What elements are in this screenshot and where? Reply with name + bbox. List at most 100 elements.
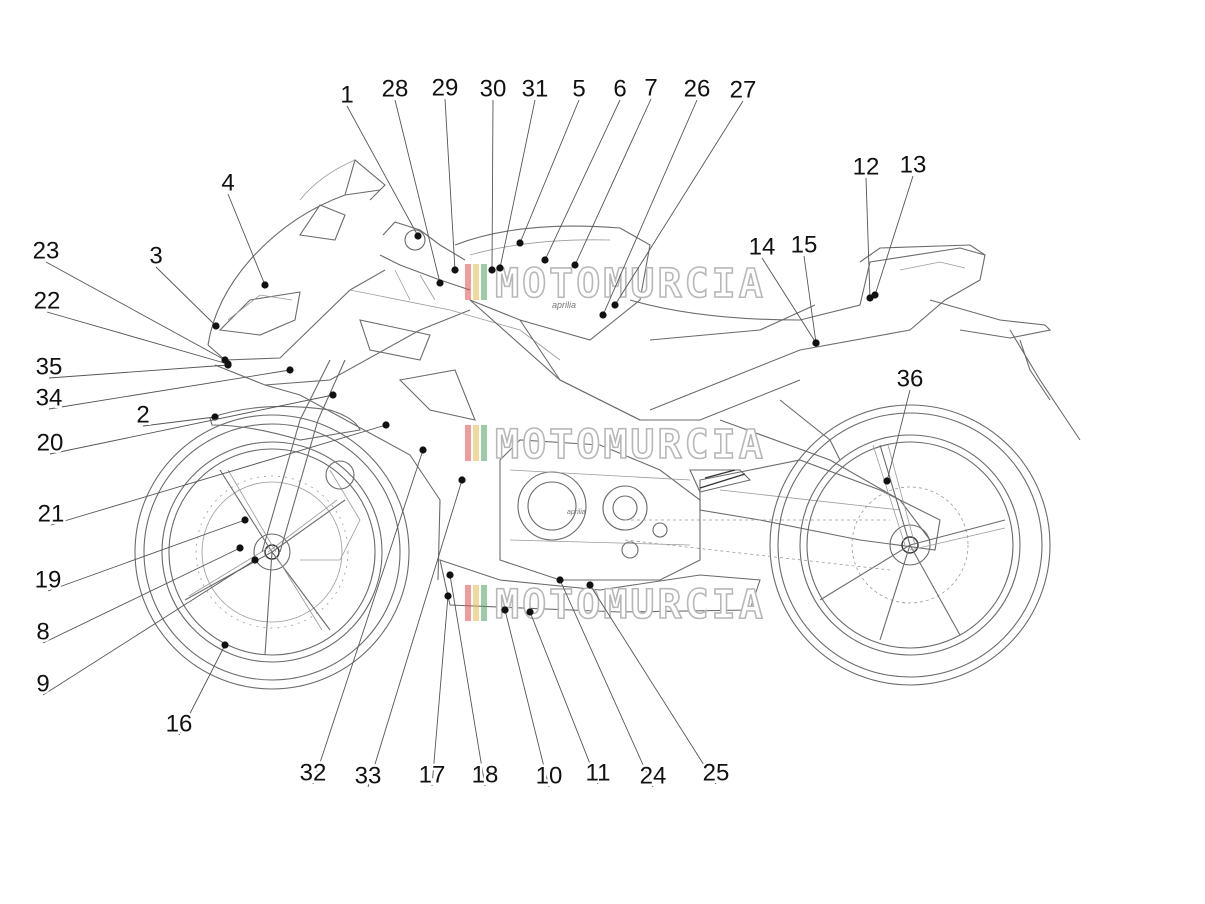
leader-line [761, 257, 817, 344]
callout-number: 24 [640, 762, 667, 789]
callout-dot [812, 339, 820, 347]
callout-number: 27 [730, 76, 757, 103]
callout-number: 1 [340, 81, 353, 108]
leader-line [449, 574, 486, 787]
callout-number: 14 [749, 233, 776, 260]
callout-dot [261, 281, 269, 289]
leader-line [45, 261, 226, 361]
engine [439, 439, 761, 613]
callout-dot [419, 446, 427, 454]
callout-number: 36 [897, 365, 924, 392]
callout-3: 33 [147, 240, 220, 330]
leader-line [178, 644, 226, 736]
callout-number-halo: 6 [613, 75, 626, 102]
callout-dot [488, 266, 496, 274]
engine-brand-logo: aprilia [567, 509, 586, 516]
callout-number-halo: 3 [149, 242, 162, 269]
leader-line [519, 99, 580, 244]
callout-dot [451, 266, 459, 274]
callout-number: 16 [166, 710, 193, 737]
callout-dot [599, 311, 607, 319]
callout-number: 28 [382, 75, 409, 102]
callout-number: 6 [613, 75, 626, 102]
leader-line [614, 100, 744, 306]
callout-number: 30 [480, 75, 507, 102]
watermark-text: MOTOMURCIA [495, 422, 766, 468]
callout-number-halo: 22 [34, 287, 61, 314]
callout-dot [251, 556, 259, 564]
callout-number: 12 [853, 153, 880, 180]
leader-line [42, 547, 241, 644]
leader-line [367, 479, 463, 788]
callout-dot [212, 322, 220, 330]
callout-dot [516, 239, 524, 247]
leader-line [491, 99, 494, 271]
leader-line [529, 611, 599, 785]
callout-number-halo: 8 [36, 618, 49, 645]
callout-dot [329, 391, 337, 399]
heat-shield [689, 469, 752, 493]
callout-number: 25 [703, 759, 730, 786]
callout-number-halo: 13 [900, 151, 927, 178]
leader-line [227, 193, 266, 286]
leader-line [504, 609, 550, 788]
callout-dot [382, 421, 390, 429]
callout-dot [871, 291, 879, 299]
callout-dot [414, 232, 422, 240]
callout-number-halo: 29 [432, 74, 459, 101]
callout-number-halo: 27 [730, 76, 757, 103]
callout-number-halo: 20 [37, 429, 64, 456]
callout-number: 7 [644, 74, 657, 101]
leader-line [865, 177, 871, 299]
callout-number: 31 [522, 75, 549, 102]
leader-line [874, 175, 914, 296]
callout-number: 26 [684, 75, 711, 102]
leader-line [155, 266, 217, 327]
leader-line [49, 394, 334, 455]
leader-line [602, 99, 698, 316]
callout-1: 11 [338, 79, 422, 240]
callout-number-halo: 15 [791, 231, 818, 258]
callout-number: 4 [221, 169, 234, 196]
callout-number: 35 [36, 353, 63, 380]
fuel-tank [454, 225, 651, 421]
callout-dot [496, 264, 504, 272]
callout-dot [446, 571, 454, 579]
callout-number-halo: 2 [136, 401, 149, 428]
drive-chain [624, 519, 891, 571]
leader-line [394, 99, 441, 284]
leader-line [46, 311, 229, 365]
callout-number-halo: 24 [640, 762, 667, 789]
leader-line [47, 519, 246, 592]
leader-line [42, 559, 256, 696]
callout-dot [444, 592, 452, 600]
callout-number: 18 [472, 761, 499, 788]
callout-number-halo: 36 [897, 365, 924, 392]
callout-number: 9 [36, 670, 49, 697]
leader-line [499, 99, 536, 269]
callout-number: 11 [586, 759, 611, 786]
leader-line [48, 369, 291, 410]
leader-line [544, 99, 621, 261]
leader-line [444, 98, 456, 271]
callout-dot [224, 361, 232, 369]
frame-swingarm [469, 299, 941, 551]
leader-line [886, 389, 911, 482]
callout-9: 99 [34, 556, 259, 700]
leader-line [431, 595, 449, 787]
callout-number-halo: 17 [419, 761, 446, 788]
callout-number: 15 [791, 231, 818, 258]
